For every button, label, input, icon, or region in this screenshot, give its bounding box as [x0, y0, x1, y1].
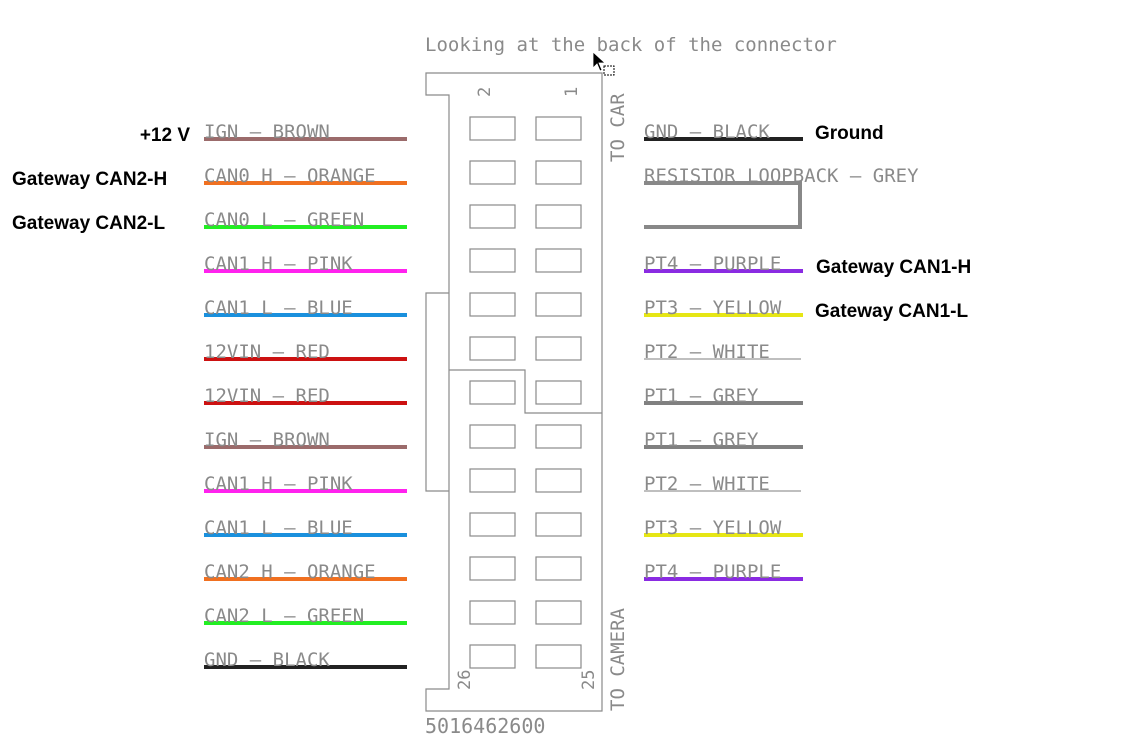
- wire-label-left: GND — BLACK: [204, 649, 330, 671]
- pin-cavity: [535, 336, 582, 361]
- wire-label-left: CAN1 H — PINK: [204, 473, 353, 495]
- resistor-loopback-wire: [644, 181, 802, 229]
- wire-label-left: CAN2 L — GREEN: [204, 605, 364, 627]
- connector-housing: [425, 72, 603, 712]
- to-camera-label: TO CAMERA: [607, 607, 629, 711]
- callout-gateway-can1-l: Gateway CAN1-L: [815, 301, 968, 322]
- callout-gateway-can2-l: Gateway CAN2-L: [12, 213, 165, 234]
- pin-cavity: [535, 468, 582, 493]
- pin-cavity: [469, 248, 516, 273]
- mouse-cursor-icon: [592, 51, 615, 76]
- callout-gateway-can1-h: Gateway CAN1-H: [816, 257, 971, 278]
- callout-plus-12v: +12 V: [140, 125, 191, 146]
- pin-cavity: [469, 116, 516, 141]
- wire-label-left: CAN1 L — BLUE: [204, 517, 353, 539]
- to-car-label: TO CAR: [607, 93, 629, 162]
- pin-cavity: [469, 512, 516, 537]
- diagram-header: Looking at the back of the connector: [425, 34, 837, 56]
- pin-cavity: [469, 292, 516, 317]
- pin-number-26: 26: [455, 670, 475, 690]
- wire-label-left: CAN1 L — BLUE: [204, 297, 353, 319]
- wire-label-left: CAN0 H — ORANGE: [204, 165, 376, 187]
- wire-label-left: CAN1 H — PINK: [204, 253, 353, 275]
- pin-cavity: [469, 600, 516, 625]
- wire-label-left: CAN0 L — GREEN: [204, 209, 364, 231]
- pin-cavity: [469, 380, 516, 405]
- pin-number-1: 1: [562, 87, 582, 97]
- wire-label-right: PT4 — PURPLE: [644, 561, 781, 583]
- wire-label-left: IGN — BROWN: [204, 121, 330, 143]
- pin-cavity: [535, 424, 582, 449]
- pin-cavity: [469, 644, 516, 669]
- pin-cavity: [535, 556, 582, 581]
- wire-label-left: 12VIN — RED: [204, 385, 330, 407]
- pin-cavity: [469, 336, 516, 361]
- pin-cavity: [535, 600, 582, 625]
- callout-ground: Ground: [815, 123, 884, 144]
- wire-label-right: GND — BLACK: [644, 121, 770, 143]
- wire-label-left: CAN2 H — ORANGE: [204, 561, 376, 583]
- pin-cavity: [535, 292, 582, 317]
- part-number: 5016462600: [425, 714, 545, 738]
- pin-cavity: [535, 512, 582, 537]
- connector-latch: [425, 292, 449, 492]
- wire-label-right: PT4 — PURPLE: [644, 253, 781, 275]
- wire-label-left: 12VIN — RED: [204, 341, 330, 363]
- pin-cavities: [469, 116, 582, 669]
- connector-key: [449, 369, 602, 414]
- pin-cavity: [469, 556, 516, 581]
- pin-cavity: [535, 116, 582, 141]
- wire-label-right: PT1 — GREY: [644, 429, 759, 451]
- pin-cavity: [535, 644, 582, 669]
- pin-cavity: [469, 204, 516, 229]
- wire-label-left: IGN — BROWN: [204, 429, 330, 451]
- pin-cavity: [535, 248, 582, 273]
- pin-cavity: [469, 468, 516, 493]
- pin-cavity: [469, 160, 516, 185]
- pin-number-2: 2: [475, 87, 495, 97]
- wire-label-right: PT1 — GREY: [644, 385, 759, 407]
- pin-cavity: [535, 204, 582, 229]
- pin-cavity: [535, 380, 582, 405]
- wire-label-right: PT2 — WHITE: [644, 473, 770, 495]
- wire-label-right: PT3 — YELLOW: [644, 517, 782, 539]
- pin-cavity: [469, 424, 516, 449]
- callout-gateway-can2-h: Gateway CAN2-H: [12, 169, 167, 190]
- wire-label-right: PT2 — WHITE: [644, 341, 770, 363]
- wire-label-right: PT3 — YELLOW: [644, 297, 782, 319]
- left-wires: IGN — BROWN CAN0 H — ORANGE CAN0 L — GREEN…: [204, 121, 407, 671]
- pin-number-25: 25: [579, 670, 599, 690]
- pin-cavity: [535, 160, 582, 185]
